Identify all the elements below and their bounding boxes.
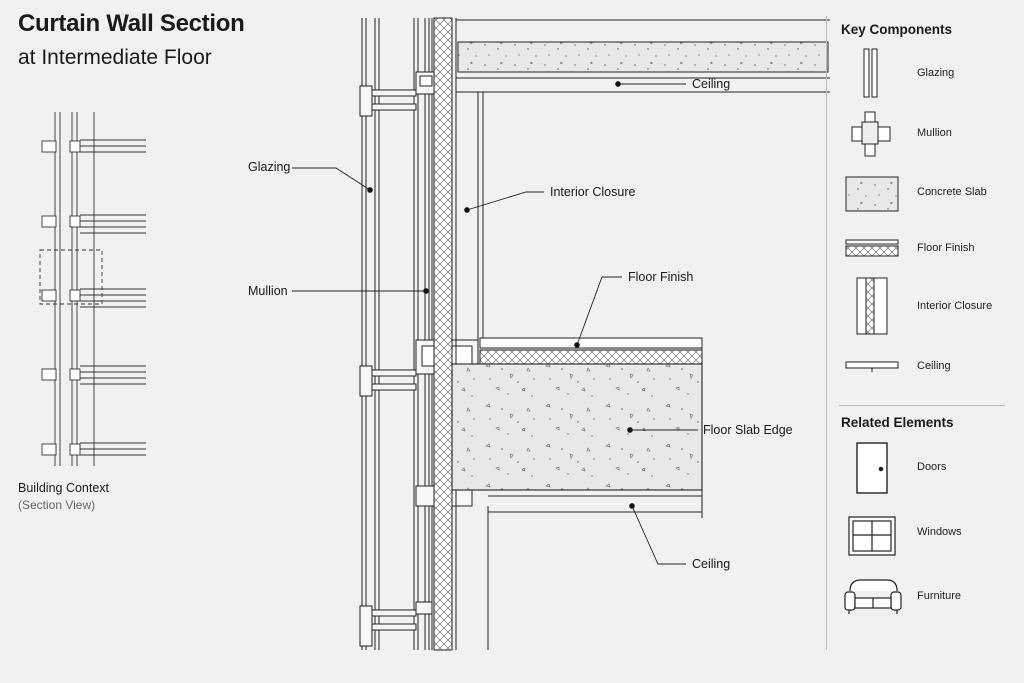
mullion-icon bbox=[851, 111, 891, 157]
concrete-slab-icon bbox=[845, 176, 899, 212]
insulation bbox=[433, 17, 453, 651]
legend-label-glazing: Glazing bbox=[917, 67, 955, 79]
transom-upper bbox=[359, 71, 437, 117]
page-subtitle: at Intermediate Floor bbox=[18, 46, 212, 69]
transom-lower bbox=[359, 601, 433, 647]
legend-label-concrete-slab: Concrete Slab bbox=[917, 186, 987, 198]
callout-glazing: Glazing bbox=[248, 160, 291, 174]
legend-label-doors: Doors bbox=[917, 461, 947, 473]
floor-slab bbox=[451, 363, 703, 491]
window-icon bbox=[848, 516, 896, 556]
upper-slab bbox=[457, 41, 829, 73]
ceiling-icon bbox=[845, 361, 899, 372]
mullion bbox=[413, 18, 433, 650]
legend-label-mullion: Mullion bbox=[917, 127, 952, 139]
legend-label-interior-closure: Interior Closure bbox=[917, 300, 993, 312]
building-context-diagram bbox=[39, 112, 146, 466]
floor-finish bbox=[479, 337, 703, 349]
legend-label-ceiling: Ceiling bbox=[917, 360, 951, 372]
legend-key-title: Key Components bbox=[841, 22, 953, 37]
floor-finish-icon bbox=[845, 239, 899, 257]
sofa-icon bbox=[844, 579, 902, 614]
callout-floor-slab-edge: Floor Slab Edge bbox=[703, 423, 793, 437]
callout-leaders bbox=[292, 81, 698, 565]
callout-mullion: Mullion bbox=[248, 284, 288, 298]
page-title: Curtain Wall Section bbox=[18, 10, 245, 37]
context-subtitle: (Section View) bbox=[18, 498, 96, 512]
context-title: Building Context bbox=[18, 481, 110, 495]
detail-focus-box bbox=[39, 249, 103, 305]
door-icon bbox=[856, 442, 888, 494]
legend-related-title: Related Elements bbox=[841, 415, 954, 430]
legend-label-floor-finish: Floor Finish bbox=[917, 242, 975, 254]
legend-label-furniture: Furniture bbox=[917, 590, 962, 602]
legend-section-divider bbox=[839, 405, 1005, 406]
glazing-icon bbox=[863, 48, 878, 98]
interior-closure-icon bbox=[856, 277, 888, 335]
curtain-wall-section bbox=[359, 17, 830, 651]
callout-floor-finish: Floor Finish bbox=[628, 270, 694, 284]
legend-divider bbox=[826, 16, 827, 650]
callout-interior-closure: Interior Closure bbox=[550, 185, 636, 199]
legend-label-windows: Windows bbox=[917, 526, 962, 538]
glazing-panel bbox=[361, 18, 380, 650]
callout-ceiling-top: Ceiling bbox=[692, 77, 731, 91]
callout-ceiling-bottom: Ceiling bbox=[692, 557, 731, 571]
